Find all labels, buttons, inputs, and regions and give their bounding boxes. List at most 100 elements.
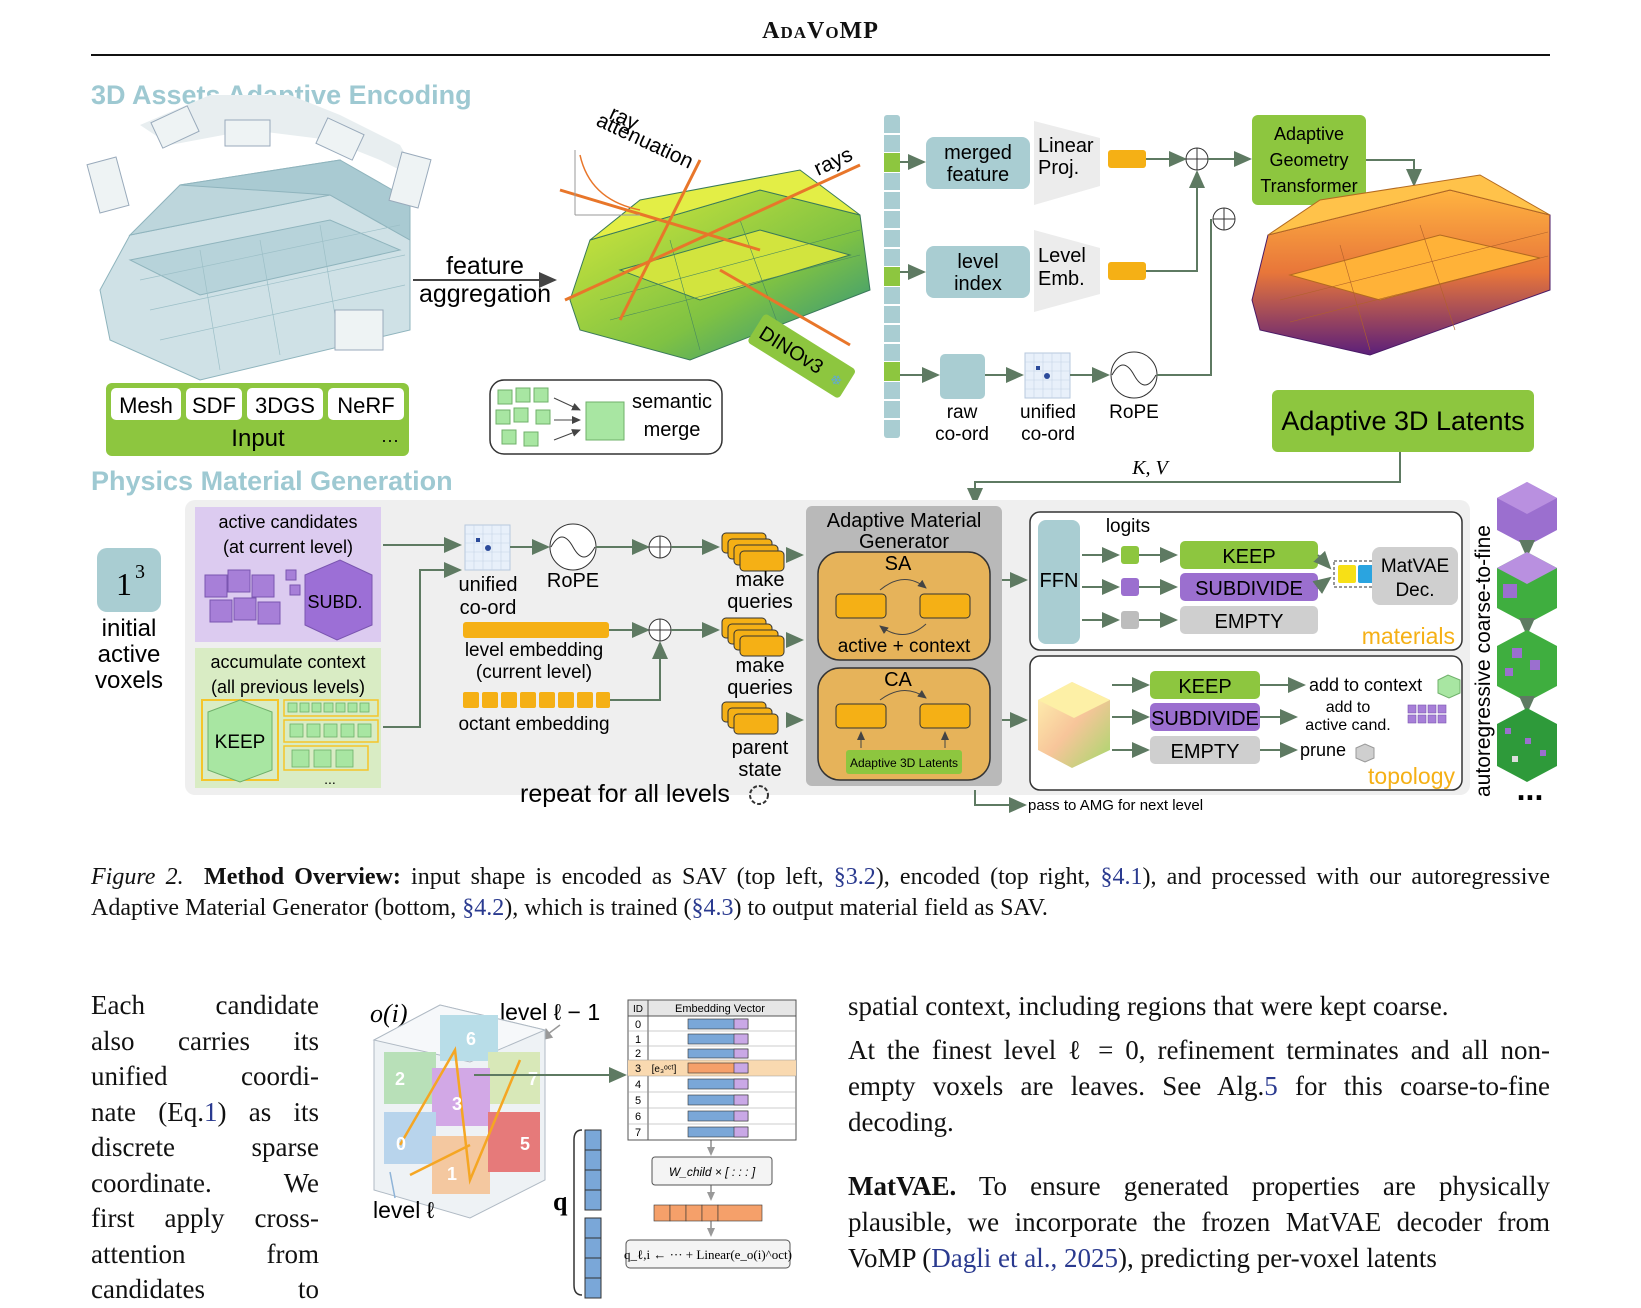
- autoregressive-label: autoregressive coarse-to-fine: [1472, 525, 1495, 797]
- kv-label: K, V: [1131, 457, 1170, 479]
- paragraph-2: At the finest level ℓ = 0, refinement te…: [848, 1035, 1550, 1137]
- repeat-label: repeat for all levels: [520, 780, 730, 808]
- make-queries-1-line1: make: [736, 569, 785, 591]
- amg-latents-box: [846, 750, 962, 774]
- context-ellipsis: ...: [324, 771, 336, 787]
- input-label: Input: [231, 425, 285, 452]
- subd-label: SUBD.: [307, 592, 362, 612]
- svg-text:2: 2: [635, 1048, 641, 1060]
- level-index-box: [926, 246, 1030, 298]
- agt-line2: Geometry: [1269, 150, 1348, 170]
- add-active-line2: active cand.: [1305, 717, 1390, 734]
- adaptive-3d-latents-label: Adaptive 3D Latents: [1281, 406, 1524, 436]
- initial-voxel-box: [97, 548, 161, 612]
- linear-proj-shape: [1034, 121, 1100, 205]
- embedding-table: ID Embedding Vector 0 1 2 3 4 5 6 7 [e₃ᵒ…: [627, 999, 797, 1141]
- ffn-box: [1038, 520, 1080, 644]
- level-embedding-line1: level embedding: [465, 640, 603, 661]
- active-candidates-line2: (at current level): [223, 537, 353, 557]
- linear-proj-output: [1108, 150, 1146, 168]
- adaptive-3d-latents-box: [1272, 390, 1534, 452]
- svg-text:1: 1: [447, 1164, 457, 1184]
- rope-label: RoPE: [1109, 402, 1159, 423]
- merged-feature-line2: feature: [947, 164, 1009, 186]
- octant-embedding-bar: [463, 692, 610, 708]
- ref-eq-1[interactable]: 1: [203, 1096, 218, 1127]
- pass-to-amg-label: pass to AMG for next level: [1028, 797, 1203, 814]
- feature-sofa-illustration: [559, 150, 871, 361]
- unified-coord-line1: unified: [1020, 402, 1076, 423]
- rope-label-b: RoPE: [547, 570, 599, 592]
- ref-sec-4-1[interactable]: §4.1: [1100, 864, 1143, 890]
- octant-row: [653, 1204, 763, 1222]
- input-format-mesh: Mesh: [119, 393, 173, 418]
- input-more: ···: [381, 430, 399, 450]
- svg-text:6: 6: [635, 1111, 641, 1123]
- left-column-text: Each candidate also carries its unified …: [91, 990, 319, 1304]
- semantic-merge-line2: merge: [644, 419, 701, 441]
- svg-text:5: 5: [635, 1095, 641, 1107]
- merged-feature-line1: merged: [944, 142, 1012, 164]
- initial-voxel-exponent-base: 1: [116, 566, 132, 602]
- svg-text:3: 3: [635, 1063, 641, 1075]
- accumulate-context-line2: (all previous levels): [211, 677, 365, 697]
- agt-line1: Adaptive: [1274, 124, 1344, 144]
- linear-proj-line1: Linear: [1038, 135, 1094, 157]
- agt-line3: Transformer: [1260, 176, 1357, 196]
- logits-label: logits: [1106, 516, 1150, 537]
- matvae-heading: MatVAE.: [848, 1171, 957, 1201]
- svg-text:0: 0: [635, 1019, 641, 1031]
- feature-aggregation-line1: feature: [446, 252, 524, 280]
- ref-dagli-2025[interactable]: Dagli et al., 2025: [931, 1243, 1118, 1273]
- svg-text:KEEP: KEEP: [1222, 546, 1275, 568]
- autoregressive-dots: ...: [1517, 771, 1544, 807]
- feature-aggregation-line2: aggregation: [419, 280, 551, 308]
- level-emb-output: [1108, 262, 1146, 280]
- ref-sec-4-3[interactable]: §4.3: [691, 895, 734, 921]
- svg-text:SUBDIVIDE: SUBDIVIDE: [1151, 708, 1259, 730]
- latent-pair: [1333, 560, 1381, 588]
- ref-sec-4-2[interactable]: §4.2: [462, 895, 505, 921]
- svg-text:6: 6: [466, 1029, 476, 1049]
- linear-proj-line2: Proj.: [1038, 157, 1079, 179]
- running-header: AdaVoMP: [762, 18, 879, 44]
- level-embedding-line2: (current level): [476, 662, 592, 683]
- svg-text:SUBDIVIDE: SUBDIVIDE: [1195, 578, 1303, 600]
- table-emb-header: Embedding Vector: [675, 1003, 765, 1015]
- make-queries-2-line2: queries: [727, 677, 793, 699]
- keep-cube-label: KEEP: [215, 732, 266, 753]
- ref-sec-3-2[interactable]: §3.2: [833, 864, 876, 890]
- level-emb-line1: Level: [1038, 245, 1086, 267]
- svg-text:1: 1: [635, 1034, 641, 1046]
- paragraph-3: MatVAE. To ensure generated properties a…: [848, 1171, 1550, 1273]
- caption-label: Figure 2.: [91, 864, 184, 890]
- octant-embedding-label: octant embedding: [458, 714, 609, 735]
- parent-state-line1: parent: [732, 737, 789, 759]
- formula-label: q_ℓ,i ← ··· + Linear(e_o(i)^oct): [624, 1247, 792, 1262]
- paragraph-1: spatial context, including regions that …: [848, 991, 1449, 1021]
- octant-embedding-inset: o(i) level ℓ − 1 6 7 2 3 0 1 5 level ℓ q: [370, 999, 797, 1299]
- unified-coord-b-line1: unified: [459, 574, 518, 596]
- parent-state-line2: state: [738, 759, 781, 781]
- initial-voxels-line3: voxels: [95, 667, 163, 694]
- topology-empty: [1150, 736, 1260, 764]
- initial-voxels-line1: initial: [102, 615, 157, 642]
- sa-label: SA: [885, 553, 912, 575]
- right-column-text: spatial context, including regions that …: [848, 988, 1550, 1284]
- dinov3-badge: DINOv3 ❄: [748, 314, 855, 398]
- topology-subdivide: [1150, 703, 1260, 731]
- accumulate-context-line1: accumulate context: [210, 652, 365, 672]
- ref-alg-5[interactable]: 5: [1264, 1071, 1278, 1101]
- active-candidates-cubes: [204, 559, 373, 641]
- topology-keep: [1150, 671, 1260, 699]
- svg-text:3: 3: [452, 1094, 462, 1114]
- matvae-line2: Dec.: [1395, 580, 1434, 601]
- topology-cube: [1038, 682, 1110, 768]
- merged-feature-box: [926, 137, 1030, 189]
- octant-cube: 6 7 2 3 0 1 5: [372, 1004, 547, 1219]
- input-sofa-illustration: [86, 95, 432, 381]
- level-emb-line2: Emb.: [1038, 268, 1085, 290]
- e3-oct-label: [e₃ᵒᶜᵗ]: [652, 1064, 677, 1075]
- materials-empty: [1180, 606, 1318, 634]
- q-label: q: [553, 1187, 568, 1216]
